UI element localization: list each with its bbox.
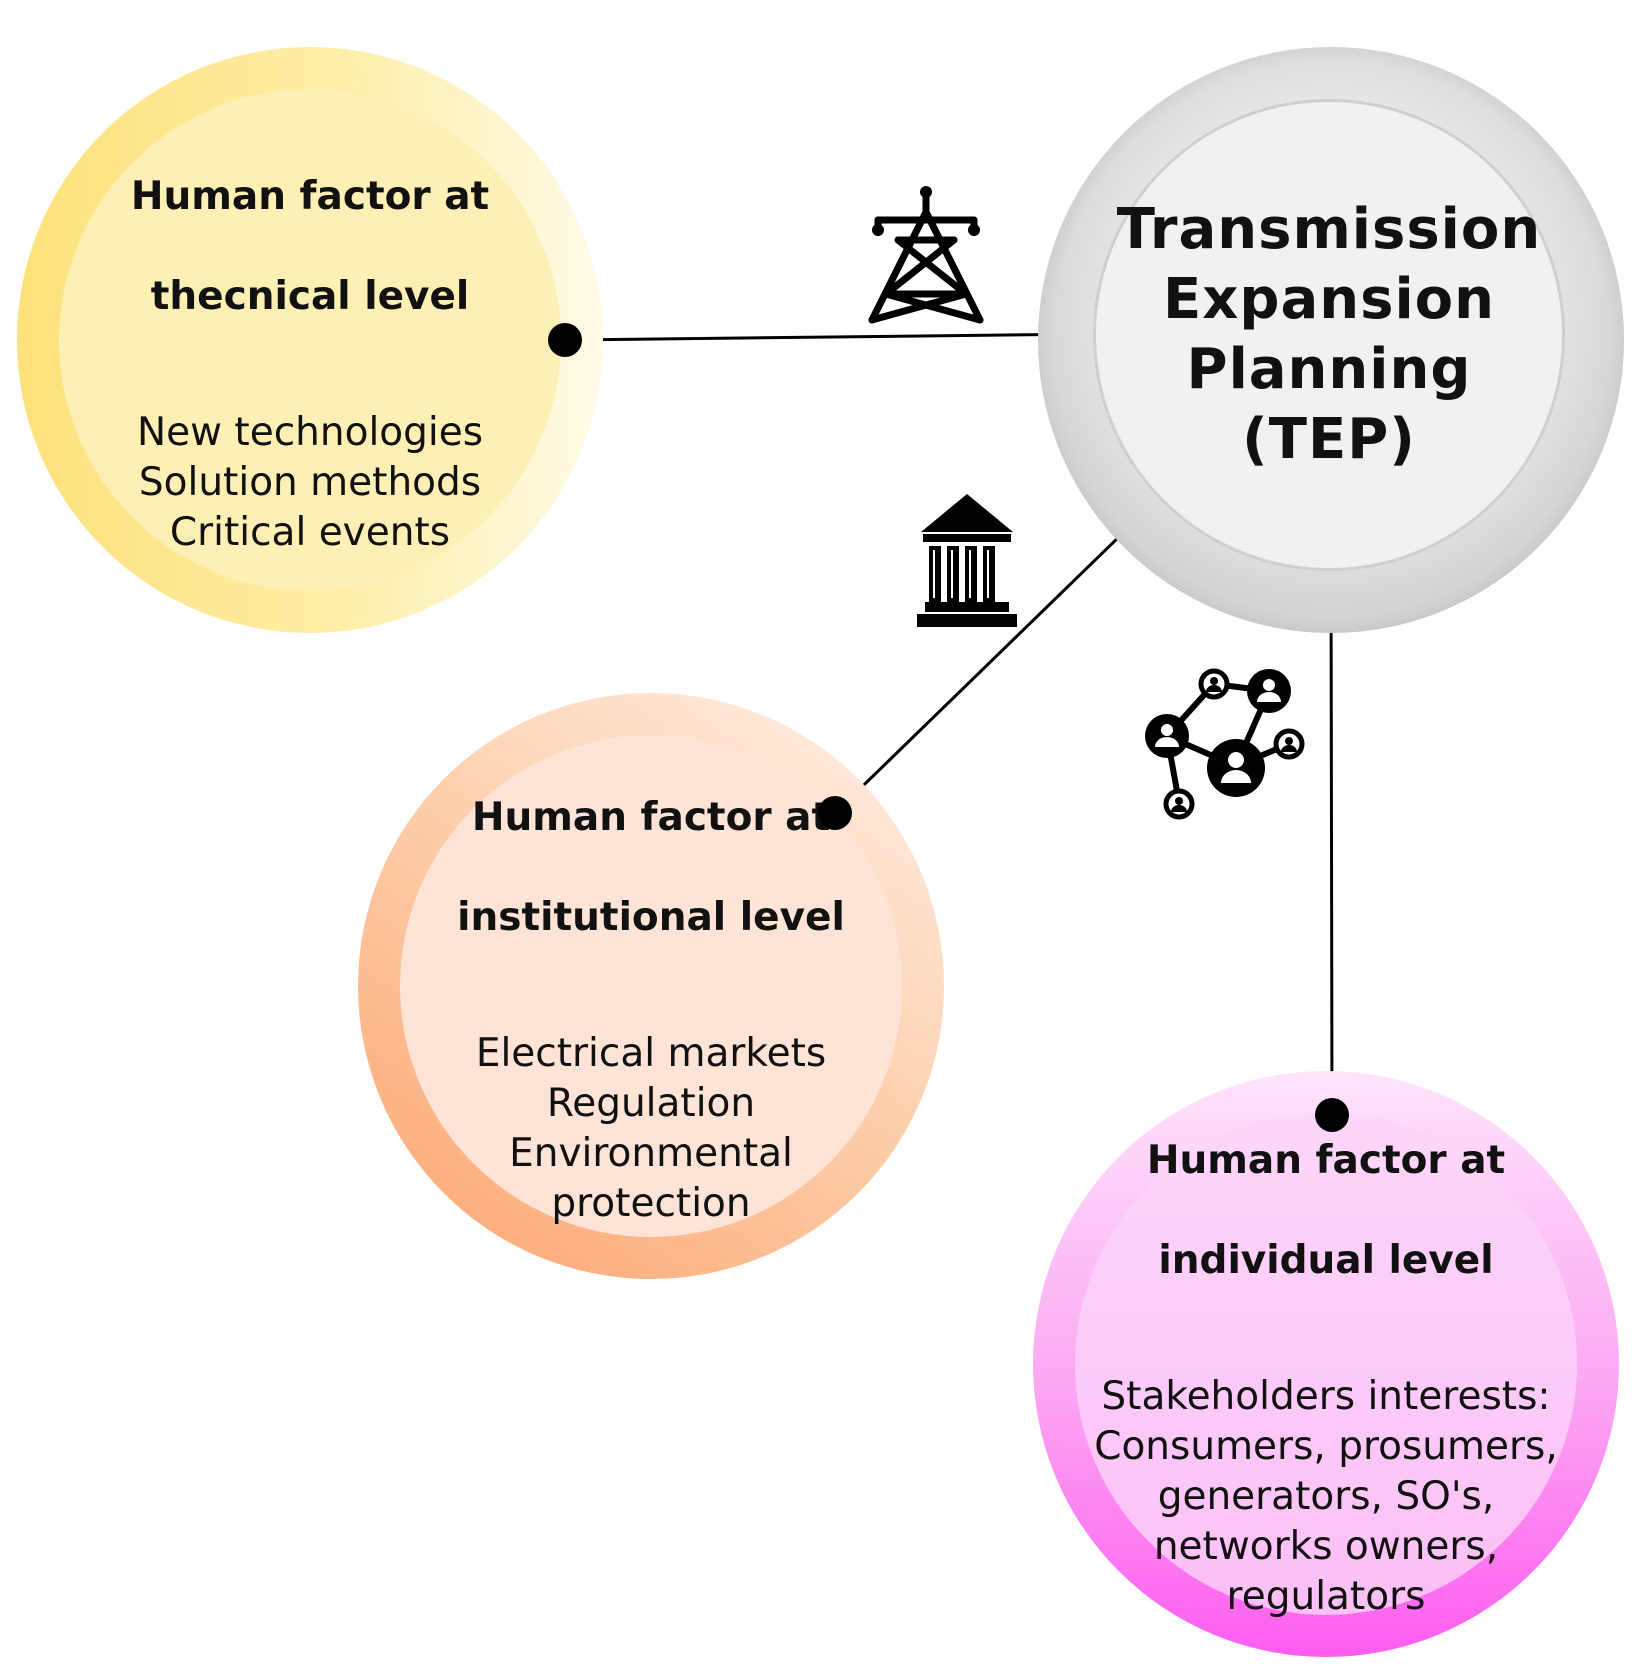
list-item: Electrical markets	[475, 1031, 827, 1076]
people-network-icon	[1145, 668, 1305, 820]
list-item: generators, SO's,	[1157, 1474, 1495, 1519]
list-item: Environmental	[509, 1131, 793, 1176]
list-item: protection	[551, 1181, 751, 1226]
technical-level-heading: Human factor at thecnical level	[131, 122, 489, 372]
individual-level-heading: Human factor at individual level	[1147, 1086, 1505, 1336]
list-item: Stakeholders interests:	[1101, 1374, 1551, 1419]
heading-line: Human factor at	[1146, 1138, 1506, 1183]
list-item: networks owners,	[1153, 1524, 1499, 1569]
technical-level-content: Human factor at thecnical level New tech…	[59, 89, 561, 591]
transmission-tower-icon	[868, 186, 984, 324]
tep-title-line: (TEP)	[1242, 407, 1416, 472]
tep-title: Transmission Expansion Planning (TEP)	[1117, 195, 1541, 475]
government-building-icon	[917, 494, 1017, 627]
individual-level-items: Stakeholders interests: Consumers, prosu…	[1094, 1372, 1558, 1622]
institutional-level-heading: Human factor at institutional level	[457, 743, 845, 993]
tep-title-line: Planning	[1186, 337, 1472, 402]
heading-line: institutional level	[457, 895, 845, 940]
heading-line: individual level	[1158, 1238, 1494, 1283]
institutional-level-content: Human factor at institutional level Elec…	[400, 735, 902, 1237]
connector-technical	[564, 332, 1099, 342]
list-item: Critical events	[169, 510, 451, 555]
technical-level-items: New technologies Solution methods Critic…	[137, 408, 483, 558]
list-item: Solution methods	[138, 460, 482, 505]
heading-line: thecnical level	[150, 274, 470, 319]
tep-content: Transmission Expansion Planning (TEP)	[1093, 99, 1565, 571]
connector-individual	[1329, 567, 1334, 1114]
list-item: New technologies	[136, 410, 484, 455]
heading-line: Human factor at	[130, 174, 490, 219]
list-item: Regulation	[546, 1081, 756, 1126]
institutional-level-items: Electrical markets Regulation Environmen…	[476, 1029, 826, 1229]
connector-institutional	[833, 495, 1162, 815]
tep-title-line: Expansion	[1163, 267, 1495, 332]
individual-level-content: Human factor at individual level Stakeho…	[1075, 1113, 1577, 1619]
tep-title-line: Transmission	[1116, 197, 1542, 262]
list-item: regulators	[1226, 1574, 1426, 1619]
heading-line: Human factor at	[471, 795, 831, 840]
list-item: Consumers, prosumers,	[1094, 1424, 1558, 1469]
